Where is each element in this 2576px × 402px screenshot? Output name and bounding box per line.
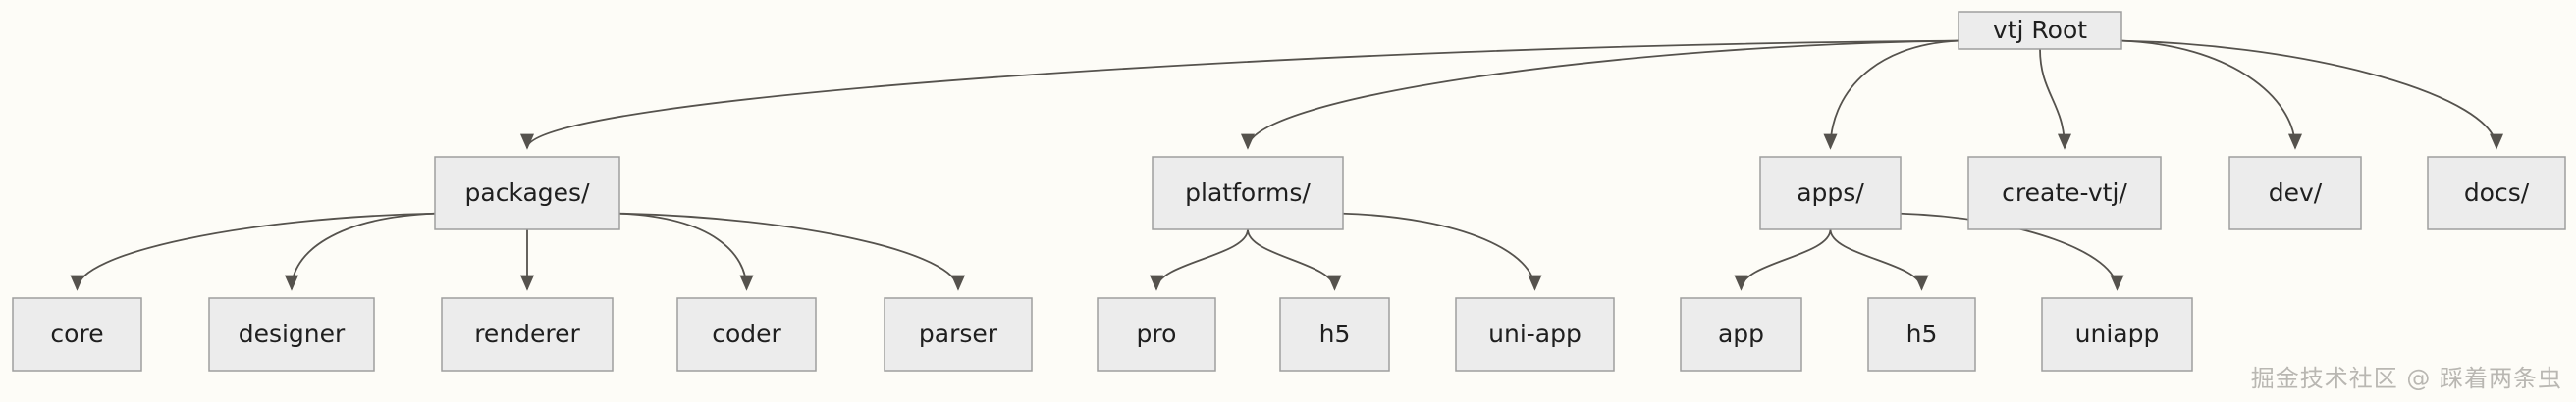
node-box-createvtj[interactable]	[1967, 156, 2162, 230]
node-box-core[interactable]	[12, 297, 142, 372]
node-label-createvtj: create-vtj/	[2002, 178, 2127, 207]
edge-root-to-platforms	[1241, 39, 1959, 150]
edge-packages-to-designer	[284, 212, 436, 291]
node-box-renderer[interactable]	[441, 297, 614, 372]
node-label-parser: parser	[919, 320, 998, 348]
edge-platforms-to-uni-app	[1342, 212, 1542, 291]
node-box-apps-h5[interactable]	[1867, 297, 1976, 372]
edge-root-to-packages	[520, 39, 1959, 150]
node-dev[interactable]: dev/	[2228, 156, 2362, 230]
edge-apps-to-apps-h5	[1829, 228, 1929, 291]
node-parser[interactable]: parser	[884, 297, 1033, 372]
node-box-platforms[interactable]	[1152, 156, 1344, 230]
node-renderer[interactable]: renderer	[441, 297, 614, 372]
node-app[interactable]: app	[1680, 297, 1802, 372]
edge-packages-to-core	[70, 212, 436, 291]
node-label-dev: dev/	[2269, 178, 2323, 207]
node-label-uni-app: uni-app	[1488, 320, 1582, 348]
node-platforms[interactable]: platforms/	[1152, 156, 1344, 230]
node-root[interactable]: vtj Root	[1958, 11, 2122, 50]
node-box-uniapp[interactable]	[2041, 297, 2193, 372]
node-label-packages: packages/	[465, 178, 591, 207]
node-label-uniapp: uniapp	[2075, 320, 2160, 348]
node-apps-h5[interactable]: h5	[1867, 297, 1976, 372]
edge-apps-to-uniapp	[1900, 212, 2124, 291]
edge-platforms-to-pro	[1150, 228, 1249, 291]
node-core[interactable]: core	[12, 297, 142, 372]
edge-root-to-apps	[1823, 39, 1959, 150]
node-label-renderer: renderer	[474, 320, 580, 348]
node-label-apps: apps/	[1797, 178, 1864, 207]
edge-apps-to-app	[1734, 228, 1832, 291]
node-pro[interactable]: pro	[1097, 297, 1216, 372]
node-layer: vtj Root packages/platforms/apps/create-v…	[12, 11, 2566, 372]
node-apps[interactable]: apps/	[1759, 156, 1902, 230]
edge-packages-to-coder	[618, 212, 754, 291]
node-box-parser[interactable]	[884, 297, 1033, 372]
watermark-text: 掘金技术社区 @ 踩着两条虫	[2250, 365, 2562, 392]
node-packages[interactable]: packages/	[434, 156, 620, 230]
node-uni-app[interactable]: uni-app	[1455, 297, 1615, 372]
edge-platforms-to-plat-h5	[1247, 228, 1342, 291]
node-box-docs[interactable]	[2427, 156, 2566, 230]
node-docs[interactable]: docs/	[2427, 156, 2566, 230]
node-box-apps[interactable]	[1759, 156, 1902, 230]
node-label-app: app	[1718, 320, 1764, 348]
node-designer[interactable]: designer	[208, 297, 375, 372]
node-box-uni-app[interactable]	[1455, 297, 1615, 372]
node-label-plat-h5: h5	[1319, 320, 1351, 348]
node-label-docs: docs/	[2464, 178, 2530, 207]
node-box-pro[interactable]	[1097, 297, 1216, 372]
node-box-plat-h5[interactable]	[1279, 297, 1390, 372]
edge-packages-to-parser	[618, 212, 965, 291]
node-box-root[interactable]	[1958, 11, 2122, 50]
node-label-pro: pro	[1137, 320, 1177, 348]
node-label-root: vtj Root	[1993, 16, 2087, 44]
node-box-packages[interactable]	[434, 156, 620, 230]
node-label-core: core	[50, 320, 103, 348]
edge-root-to-docs	[2120, 39, 2503, 150]
node-box-designer[interactable]	[208, 297, 375, 372]
node-label-platforms: platforms/	[1185, 178, 1311, 207]
node-coder[interactable]: coder	[676, 297, 817, 372]
node-box-coder[interactable]	[676, 297, 817, 372]
node-uniapp[interactable]: uniapp	[2041, 297, 2193, 372]
node-box-app[interactable]	[1680, 297, 1802, 372]
edge-root-to-dev	[2120, 39, 2303, 150]
node-label-designer: designer	[239, 320, 346, 348]
edge-layer	[70, 39, 2503, 291]
node-label-apps-h5: h5	[1906, 320, 1938, 348]
edge-root-to-createvtj	[2039, 48, 2072, 150]
node-createvtj[interactable]: create-vtj/	[1967, 156, 2162, 230]
node-plat-h5[interactable]: h5	[1279, 297, 1390, 372]
node-box-dev[interactable]	[2228, 156, 2362, 230]
node-label-coder: coder	[712, 320, 781, 348]
